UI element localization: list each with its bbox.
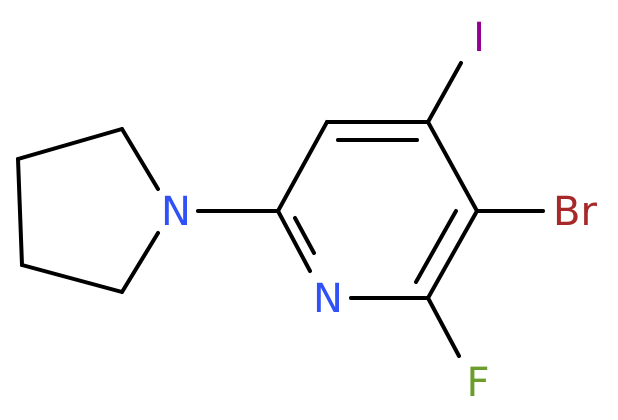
bond-c4-iodine — [426, 61, 463, 124]
bond-c2-c3 — [276, 120, 329, 213]
bond-pyrrolidine-ca-cb — [16, 127, 124, 161]
bond-c4-c5 — [426, 120, 479, 213]
bond-c6-fluorine — [426, 296, 461, 358]
bonds — [16, 61, 545, 358]
atom-label-pyrrolidine-nitrogen: N — [161, 189, 191, 235]
atom-label-fluorine: F — [466, 360, 489, 406]
atom-label-iodine: I — [473, 15, 485, 61]
bond-n1-c2 — [276, 209, 312, 273]
bond-pyrrolidine-cb-cc — [16, 157, 24, 267]
atom-labels: I Br F N N — [161, 15, 597, 406]
bond-c5-c6 — [426, 209, 479, 300]
bond-pyrrolidine-n-ca — [120, 127, 160, 191]
bond-pyrrolidine-cc-cd — [20, 263, 124, 294]
bond-n1-c2-inner — [293, 216, 316, 255]
bond-c5-c6-inner — [414, 209, 458, 284]
bond-pyrrolidine-cd-n — [120, 231, 160, 294]
atom-label-ring-nitrogen: N — [313, 276, 343, 322]
atom-label-bromine: Br — [553, 189, 597, 235]
